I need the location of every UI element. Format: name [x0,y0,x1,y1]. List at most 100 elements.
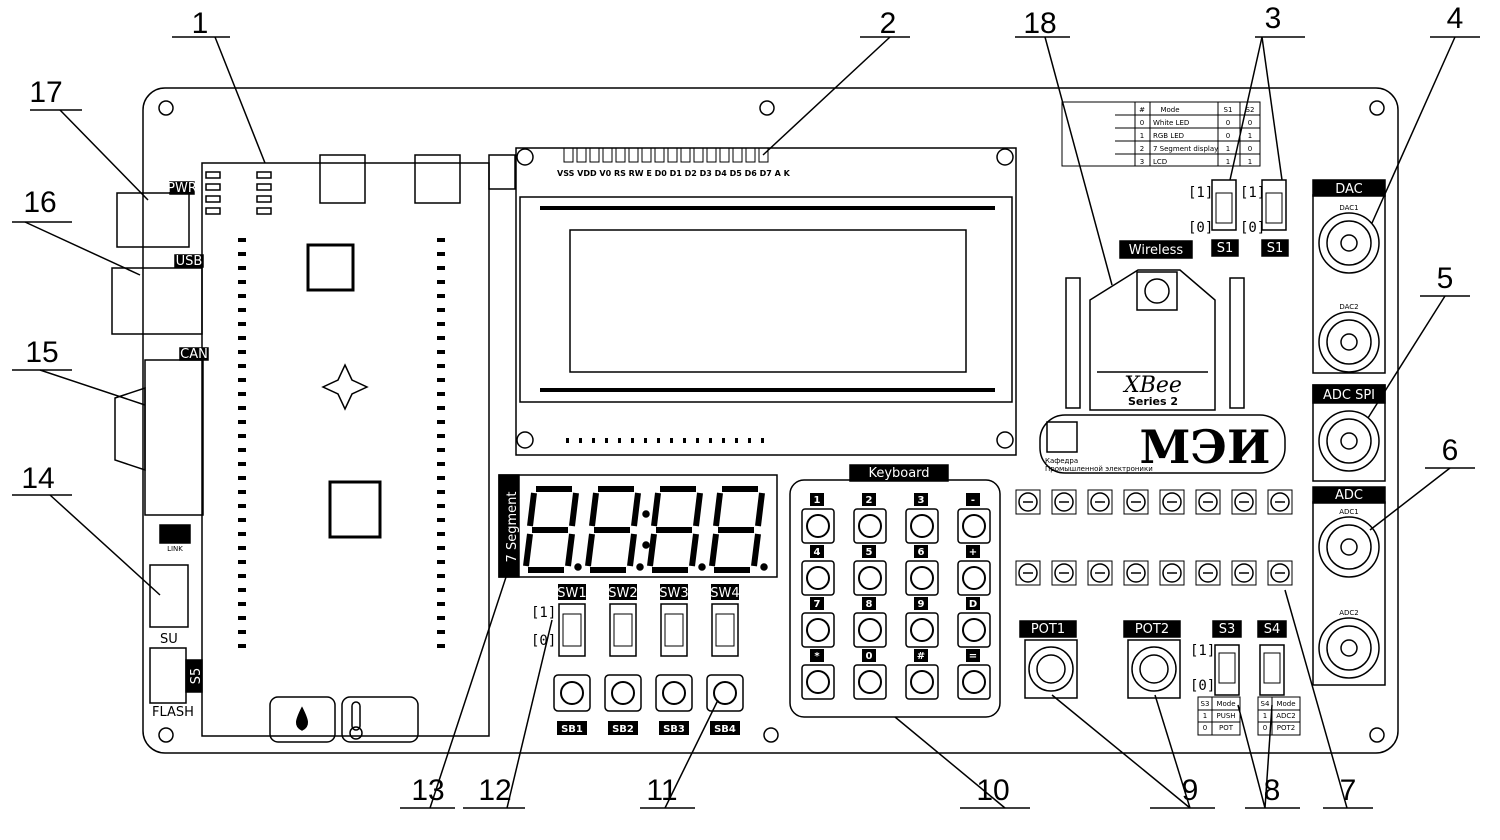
sw-switch-4[interactable] [711,603,739,657]
lcd-pin-bottom [670,438,673,443]
s1-state-0-b: [0] [1240,220,1265,236]
lcd-pin [615,147,626,163]
key-7[interactable] [801,612,835,648]
trimmer[interactable] [1015,560,1041,586]
key-=[interactable] [957,664,991,700]
mei-caption-2: Промышленной электроники [1045,465,1153,473]
key-#[interactable] [905,664,939,700]
lcd-pin-bottom [579,438,582,443]
mode-table-cell: 1 [1248,158,1252,166]
push-button-2[interactable] [604,674,642,712]
header-pin [238,448,246,452]
board-outline [142,87,1399,754]
key-label: 0 [866,651,873,662]
lcd-pin-bottom [631,438,634,443]
trimmer[interactable] [1087,489,1113,515]
key-5[interactable] [853,560,887,596]
header-pin [437,518,445,522]
mode-table-cell: 1 [1226,158,1230,166]
header-pin [437,574,445,578]
header-pin [437,490,445,494]
key-+[interactable] [957,560,991,596]
s1-state-1-b: [1] [1240,185,1265,201]
header-pin [437,532,445,536]
lcd-pin [576,147,587,163]
callout-5: 5 [1437,262,1454,295]
trimmer[interactable] [1231,489,1257,515]
header-pin [238,616,246,620]
trimmer[interactable] [1051,489,1077,515]
key-0[interactable] [853,664,887,700]
key-3[interactable] [905,508,939,544]
header-pin [437,378,445,382]
push-button-4[interactable] [706,674,744,712]
small-table-cell: 0 [1203,724,1207,732]
header-pin [437,644,445,648]
sw-label-4: SW4 [710,586,739,601]
header-pin [437,448,445,452]
callout-9: 9 [1182,774,1199,807]
trimmer[interactable] [1123,489,1149,515]
trimmer[interactable] [1159,489,1185,515]
trimmer[interactable] [1159,560,1185,586]
lcd-pin-bottom [761,438,764,443]
key-4[interactable] [801,560,835,596]
key-*[interactable] [801,664,835,700]
trimmer[interactable] [1123,560,1149,586]
push-button-1[interactable] [553,674,591,712]
sw-switch-3[interactable] [660,603,688,657]
trimmer[interactable] [1231,560,1257,586]
mode-table-cell: 1 [1248,132,1252,140]
lcd-screen [569,229,967,373]
callout-15: 15 [25,336,58,369]
usb-label: USB [176,254,203,269]
lcd-frame [519,196,1013,403]
mode-table-header: Mode [1160,106,1179,114]
key-1[interactable] [801,508,835,544]
sw-switch-1[interactable] [558,603,586,657]
trimmer[interactable] [1267,560,1293,586]
trimmer[interactable] [1051,560,1077,586]
header-pin [238,462,246,466]
wireless-label: Wireless [1129,243,1184,258]
mount-hole [158,100,174,116]
mode-table-cell: 2 [1140,145,1144,153]
trimmer[interactable] [1195,560,1221,586]
header-pin [238,322,246,326]
key-label: D [969,599,977,610]
sw-switch-2[interactable] [609,603,637,657]
trimmer[interactable] [1267,489,1293,515]
header-pin [437,420,445,424]
mcu-module [201,162,490,737]
mei-logo: МЭИ [1140,420,1271,474]
lcd-pin [602,147,613,163]
header-pin [437,336,445,340]
mode-table-cell: 3 [1140,158,1144,166]
key-label: = [969,651,977,662]
key-D[interactable] [957,612,991,648]
key-label: 3 [918,495,925,506]
dac1-bnc [1318,212,1380,274]
trimmer[interactable] [1195,489,1221,515]
key-9[interactable] [905,612,939,648]
seven-segment-label: 7 Segment [505,492,520,563]
key--[interactable] [957,508,991,544]
push-button-3[interactable] [655,674,693,712]
trimmer[interactable] [1015,489,1041,515]
header-pin [238,588,246,592]
key-8[interactable] [853,612,887,648]
trimmer[interactable] [1087,560,1113,586]
sb-label-3: SB3 [663,724,685,735]
small-table-cell: ADC2 [1276,712,1296,720]
key-6[interactable] [905,560,939,596]
mei-logo-frame [1039,414,1286,474]
small-table-cell: Mode [1276,700,1295,708]
mcu-chip-2 [328,480,382,539]
header-pin [238,392,246,396]
header-pin [238,308,246,312]
lcd-pin [641,147,652,163]
lcd-pin [628,147,639,163]
key-2[interactable] [853,508,887,544]
temperature-sensor [341,696,419,743]
